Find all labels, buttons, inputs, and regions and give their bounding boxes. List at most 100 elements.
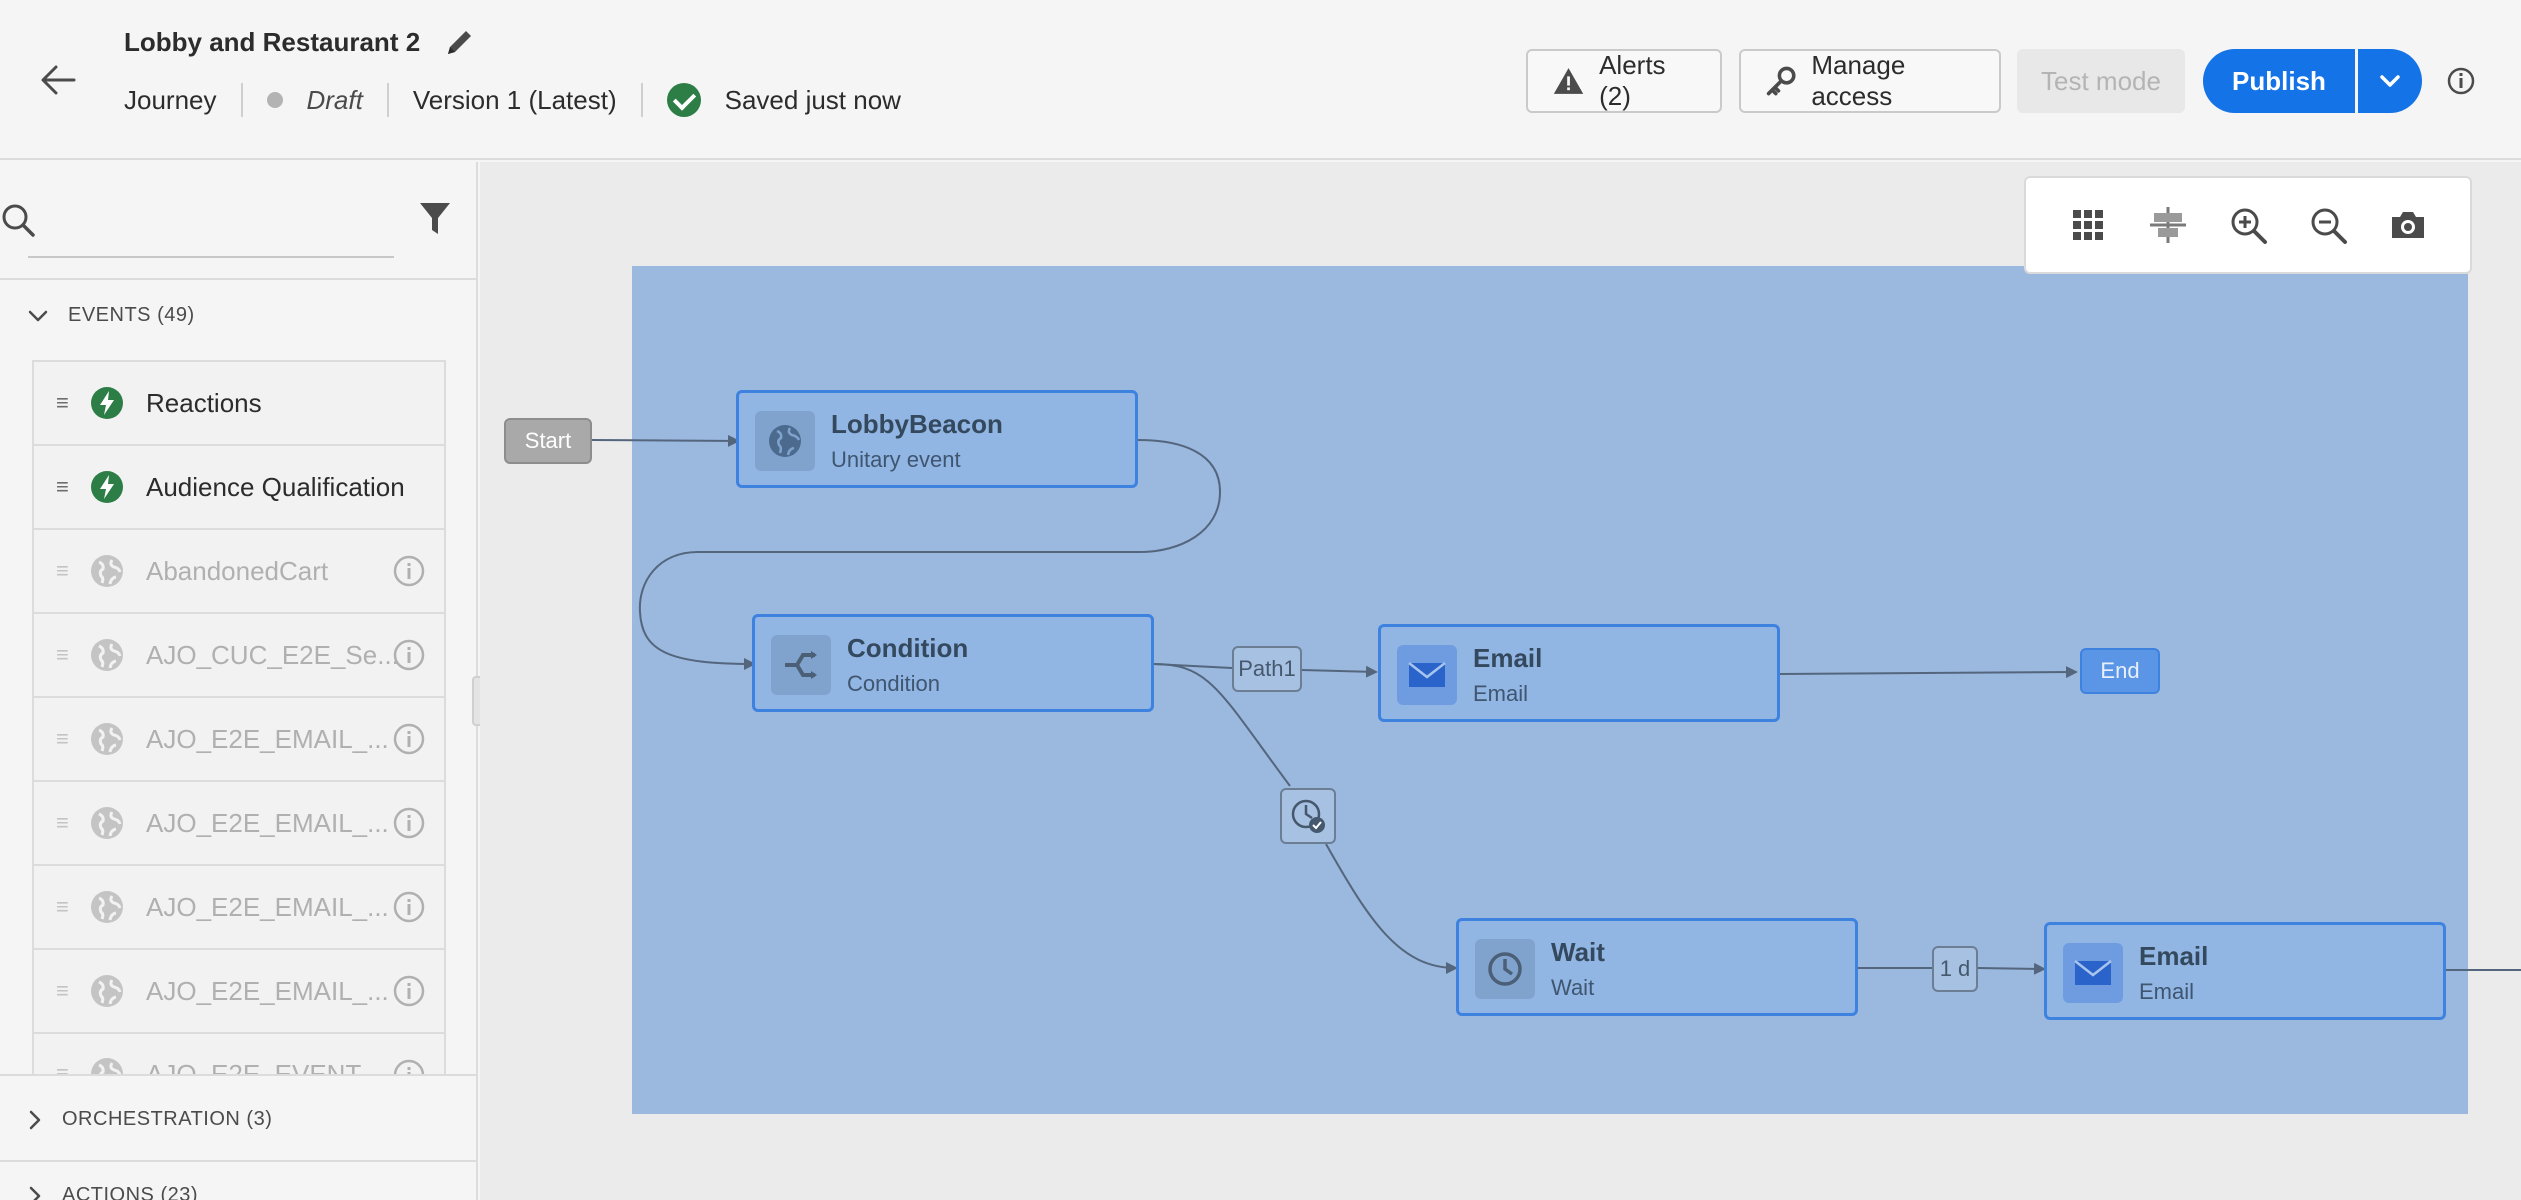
info-icon[interactable] [2446, 66, 2476, 96]
event-label: AJO_E2E_EMAIL_... [146, 723, 389, 754]
search-input[interactable] [88, 222, 408, 278]
info-icon[interactable] [392, 974, 426, 1008]
drag-handle-icon[interactable]: ≡ [56, 474, 69, 499]
drag-handle-icon[interactable]: ≡ [56, 978, 69, 1003]
clock-icon [1475, 939, 1535, 999]
drag-handle-icon[interactable]: ≡ [56, 558, 69, 583]
alerts-button[interactable]: Alerts (2) [1526, 49, 1722, 113]
pencil-icon[interactable] [444, 26, 476, 58]
info-icon[interactable] [392, 722, 426, 756]
drag-handle-icon[interactable]: ≡ [56, 726, 69, 751]
journey-header: Lobby and Restaurant 2 Journey Draft Ver… [0, 0, 2521, 160]
branch-icon [771, 635, 831, 695]
event-label: AJO_E2E_EMAIL_... [146, 975, 389, 1006]
publish-options-button[interactable] [2358, 49, 2422, 113]
wait-duration-label[interactable]: 1 d [1932, 946, 1978, 992]
divider [240, 83, 243, 117]
node-title: Wait [1551, 937, 1605, 967]
email-node[interactable]: Email Email [2044, 922, 2446, 1020]
back-arrow-icon[interactable] [40, 62, 76, 98]
event-item-ajo-cuc[interactable]: ≡ AJO_CUC_E2E_Se... [32, 612, 446, 696]
palette-footer: ORCHESTRATION (3) ACTIONS (23) [0, 1074, 476, 1200]
info-icon[interactable] [392, 638, 426, 672]
camera-icon[interactable] [2388, 205, 2428, 245]
actions-section-label: ACTIONS (23) [62, 1184, 199, 1200]
event-item-audience-qualification[interactable]: ≡ Audience Qualification [32, 444, 446, 528]
event-label: Reactions [146, 387, 262, 418]
envelope-icon [1397, 645, 1457, 705]
event-item-ajo-e2e-email[interactable]: ≡ AJO_E2E_EMAIL_... [32, 864, 446, 948]
search-icon [2, 204, 35, 237]
publish-button[interactable]: Publish [2203, 49, 2355, 113]
lobbybeacon-node[interactable]: LobbyBeacon Unitary event [736, 390, 1138, 488]
globe-icon [755, 411, 815, 471]
event-item-abandonedcart[interactable]: ≡ AbandonedCart [32, 528, 446, 612]
wait-node[interactable]: Wait Wait [1456, 918, 1858, 1016]
zoom-out-icon[interactable] [2308, 205, 2348, 245]
info-icon[interactable] [392, 806, 426, 840]
grid-icon[interactable] [2068, 205, 2108, 245]
envelope-icon [2063, 943, 2123, 1003]
drag-handle-icon[interactable]: ≡ [56, 894, 69, 919]
node-title: Email [2139, 941, 2209, 971]
path-label[interactable]: Path1 [1232, 646, 1302, 692]
node-subtitle: Email [1473, 681, 1529, 706]
start-node[interactable]: Start [504, 418, 592, 464]
node-subtitle: Email [2139, 979, 2195, 1004]
event-label: AJO_E2E_EMAIL_... [146, 891, 389, 922]
status-dot [266, 92, 283, 108]
node-title: Condition [847, 633, 969, 663]
divider [0, 1160, 476, 1162]
events-section-toggle[interactable]: EVENTS (49) [28, 304, 195, 327]
zoom-in-icon[interactable] [2228, 205, 2268, 245]
divider [640, 83, 643, 117]
alerts-label: Alerts (2) [1599, 50, 1666, 111]
divider [0, 278, 476, 280]
event-label: AbandonedCart [146, 555, 329, 586]
manage-access-button[interactable]: Manage access [1739, 49, 2001, 113]
actions-section-toggle[interactable]: ACTIONS (23) [28, 1184, 198, 1200]
journey-canvas[interactable]: Start LobbyBeacon Unitary event Conditio… [480, 162, 2521, 1200]
event-item-ajo-e2e-email[interactable]: ≡ AJO_E2E_EMAIL_... [32, 780, 446, 864]
activity-palette: EVENTS (49) ≡ Reactions ≡ Audience Quali… [0, 162, 478, 1200]
globe-icon [91, 807, 123, 839]
event-item-reactions[interactable]: ≡ Reactions [32, 360, 446, 444]
globe-icon [91, 639, 123, 671]
event-item-ajo-e2e-email[interactable]: ≡ AJO_E2E_EMAIL_... [32, 696, 446, 780]
chevron-down-icon [2380, 75, 2400, 87]
fit-to-screen-icon[interactable] [2148, 205, 2188, 245]
email-node[interactable]: Email Email [1378, 624, 1780, 722]
orchestration-section-label: ORCHESTRATION (3) [62, 1108, 273, 1130]
drag-handle-icon[interactable]: ≡ [56, 390, 69, 415]
key-icon [1766, 66, 1796, 96]
event-item-ajo-e2e-email[interactable]: ≡ AJO_E2E_EMAIL_... [32, 948, 446, 1032]
node-subtitle: Wait [1551, 975, 1595, 1000]
event-label: Audience Qualification [146, 471, 405, 502]
event-list: ≡ Reactions ≡ Audience Qualification ≡ A… [32, 360, 446, 1116]
canvas-toolbar [2024, 176, 2472, 274]
clock-check-icon [1291, 799, 1325, 833]
chevron-right-icon [29, 1110, 41, 1129]
end-node[interactable]: End [2080, 648, 2160, 694]
bolt-icon [91, 471, 123, 503]
chevron-right-icon [29, 1186, 41, 1200]
version-label: Version 1 (Latest) [412, 84, 617, 115]
condition-node[interactable]: Condition Condition [752, 614, 1154, 712]
info-icon[interactable] [392, 554, 426, 588]
node-title: LobbyBeacon [831, 409, 1003, 439]
publish-label: Publish [2232, 65, 2326, 96]
info-icon[interactable] [392, 890, 426, 924]
drag-handle-icon[interactable]: ≡ [56, 642, 69, 667]
orchestration-section-toggle[interactable]: ORCHESTRATION (3) [28, 1108, 272, 1131]
node-title: Email [1473, 643, 1543, 673]
drag-handle-icon[interactable]: ≡ [56, 810, 69, 835]
search-field [28, 192, 408, 278]
timeout-icon[interactable] [1280, 788, 1336, 844]
title-row: Lobby and Restaurant 2 [124, 26, 476, 58]
event-label: AJO_E2E_EMAIL_... [146, 807, 389, 838]
test-mode-button[interactable]: Test mode [2017, 49, 2185, 113]
warning-icon [1553, 68, 1584, 94]
journey-type-label: Journey [124, 84, 217, 115]
filter-icon[interactable] [418, 200, 452, 238]
checkmark-icon [666, 83, 701, 117]
